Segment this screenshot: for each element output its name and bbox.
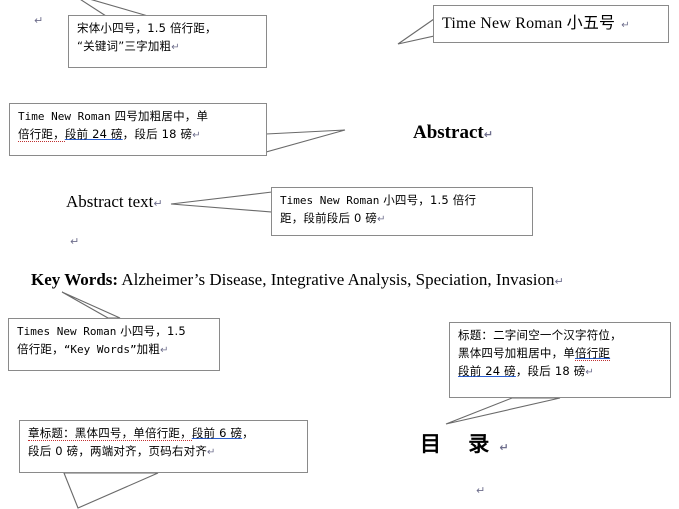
callout-line: 倍行距，段前 24 磅，段后 18 磅↵ xyxy=(18,126,259,144)
callout-link-text: 倍行距 xyxy=(575,345,611,361)
callout-line: Time New Roman 小五号 ↵ xyxy=(442,12,630,37)
callout-text: “关键词”三字加粗 xyxy=(77,38,172,53)
callout-line: 段前 24 磅，段后 18 磅↵ xyxy=(458,363,663,381)
callout-text: ，段后 18 磅 xyxy=(515,363,586,378)
callout-line: 距，段前段后 0 磅↵ xyxy=(280,210,525,228)
callout-font-name: Times New Roman xyxy=(280,194,380,207)
keywords-paragraph: Key Words: Alzheimer’s Disease, Integrat… xyxy=(31,270,564,290)
callout-text: ，段后 18 磅 xyxy=(122,126,193,141)
paragraph-mark: ↵ xyxy=(483,128,493,141)
callout-abstract-body-note[interactable]: Times New Roman 小四号，1.5 倍行 距，段前段后 0 磅↵ xyxy=(271,187,533,236)
callout-line: Time New Roman 四号加粗居中，单 xyxy=(18,108,259,126)
callout-line: 段后 0 磅，两端对齐，页码右对齐↵ xyxy=(28,443,300,461)
toc-heading-label: 目 录 xyxy=(420,432,500,456)
callout-abstract-heading-note[interactable]: Time New Roman 四号加粗居中，单 倍行距，段前 24 磅，段后 1… xyxy=(9,103,267,156)
paragraph-mark: ↵ xyxy=(377,213,386,225)
paragraph-mark: ↵ xyxy=(70,235,80,248)
callout-line: 标题：二字间空一个汉字符位， xyxy=(458,327,663,345)
callout-line: 倍行距，“Key Words”加粗↵ xyxy=(17,341,212,359)
abstract-body-label: Abstract text xyxy=(66,192,154,211)
callout-text: 倍行距， xyxy=(17,341,64,356)
paragraph-mark: ↵ xyxy=(476,484,486,497)
abstract-heading-label: Abstract xyxy=(413,122,484,143)
callout-line: Times New Roman 小四号，1.5 倍行 xyxy=(280,192,525,210)
callout-text: 章标题：黑体四号，单倍行距， xyxy=(28,426,192,441)
callout-link-text: 段前 24 磅 xyxy=(458,363,516,378)
callout-link-text: 段前 24 磅 xyxy=(64,126,123,141)
paragraph-mark: ↵ xyxy=(621,19,630,31)
paragraph-mark: ↵ xyxy=(499,441,509,454)
callout-text: 小四号，1.5 倍行 xyxy=(379,193,477,207)
paragraph-mark: ↵ xyxy=(34,14,44,27)
toc-heading: 目 录↵ xyxy=(420,428,509,458)
keywords-label: Key Words: xyxy=(31,270,119,289)
callout-chapter-title-note[interactable]: 章标题：黑体四号，单倍行距，段前 6 磅， 段后 0 磅，两端对齐，页码右对齐↵ xyxy=(19,420,308,473)
callout-keywords-font-note[interactable]: 宋体小四号，1.5 倍行距， “关键词”三字加粗↵ xyxy=(68,15,267,68)
callout-line: Times New Roman 小四号，1.5 xyxy=(17,323,212,341)
abstract-heading: Abstract↵ xyxy=(413,122,493,144)
callout-text: 距，段前段后 0 磅 xyxy=(280,210,378,225)
paragraph-mark: ↵ xyxy=(171,41,180,53)
callout-text: 倍行距， xyxy=(18,126,65,142)
callout-font-name: Times New Roman xyxy=(17,325,117,338)
tail-keywords-font-note xyxy=(80,0,149,17)
callout-line: 章标题：黑体四号，单倍行距，段前 6 磅， xyxy=(28,425,300,443)
callout-text: 黑体四号加粗居中，单 xyxy=(458,345,575,360)
paragraph-mark: ↵ xyxy=(153,197,163,210)
paragraph-mark: ↵ xyxy=(554,275,564,288)
abstract-body-placeholder: Abstract text↵ xyxy=(66,192,163,212)
callout-line: 黑体四号加粗居中，单倍行距 xyxy=(458,345,663,363)
callout-text: 加粗 xyxy=(136,341,161,356)
callout-text: 四号加粗居中，单 xyxy=(110,109,209,123)
tail-toc-title-note xyxy=(445,397,561,425)
tail-abstract-heading-note xyxy=(265,129,346,153)
callout-text: 标题：二字间空一个汉字符位， xyxy=(458,328,622,342)
paragraph-mark: ↵ xyxy=(585,366,594,378)
paragraph-mark: ↵ xyxy=(207,446,216,458)
callout-smallfive-note[interactable]: Time New Roman 小五号 ↵ xyxy=(433,5,669,43)
callout-line: “关键词”三字加粗↵ xyxy=(77,38,259,56)
callout-font-name: “Key Words” xyxy=(63,342,137,356)
callout-text: 段后 0 磅，两端对齐，页码右对齐 xyxy=(28,443,208,458)
paragraph-mark: ↵ xyxy=(192,129,201,141)
tail-keywords-para-note xyxy=(61,291,121,319)
keywords-value: Alzheimer’s Disease, Integrative Analysi… xyxy=(118,270,555,289)
callout-keywords-para-note[interactable]: Times New Roman 小四号，1.5 倍行距，“Key Words”加… xyxy=(8,318,220,371)
callout-line: 宋体小四号，1.5 倍行距， xyxy=(77,20,259,38)
tail-smallfive-note xyxy=(397,17,435,45)
tail-chapter-title-note xyxy=(63,472,159,509)
tail-abstract-body-note xyxy=(170,191,273,213)
callout-text: Time New Roman 小五号 xyxy=(442,14,616,32)
callout-text: 小四号，1.5 xyxy=(116,324,186,338)
callout-text: 宋体小四号，1.5 倍行距， xyxy=(77,21,217,35)
callout-font-name: Time New Roman xyxy=(18,110,111,123)
callout-text: ， xyxy=(242,426,254,440)
paragraph-mark: ↵ xyxy=(160,344,169,356)
callout-toc-title-note[interactable]: 标题：二字间空一个汉字符位， 黑体四号加粗居中，单倍行距 段前 24 磅，段后 … xyxy=(449,322,671,398)
callout-link-text: 段前 6 磅 xyxy=(191,426,243,440)
